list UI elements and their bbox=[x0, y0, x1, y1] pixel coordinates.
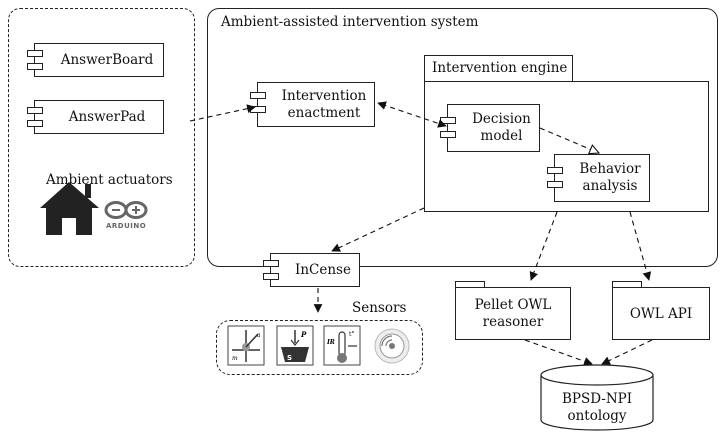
component-tab-icon bbox=[547, 167, 563, 174]
component-tab-icon bbox=[547, 181, 563, 188]
component-tab-icon bbox=[263, 260, 279, 267]
component-tab-icon bbox=[263, 273, 279, 280]
svg-text:S: S bbox=[287, 354, 292, 362]
behavior-analysis-component: Behavior analysis bbox=[547, 154, 650, 202]
answerboard-label: AnswerBoard bbox=[60, 51, 154, 68]
component-tab-icon bbox=[250, 92, 266, 99]
owl-api-package-tab bbox=[612, 281, 642, 288]
svg-text:t°: t° bbox=[349, 331, 354, 338]
pellet-owl-reasoner-package: Pellet OWL reasoner bbox=[455, 287, 571, 340]
intervention-engine-title: Intervention engine bbox=[432, 60, 568, 76]
decision-model-component: Decision model bbox=[440, 104, 540, 152]
intervention-system-title: Ambient-assisted intervention system bbox=[221, 14, 479, 30]
answerpad-component: AnswerPad bbox=[27, 100, 164, 134]
component-tab-icon bbox=[27, 50, 43, 57]
answerpad-label: AnswerPad bbox=[68, 108, 146, 125]
behavior-analysis-label: Behavior analysis bbox=[579, 161, 641, 194]
intervention-enactment-label: Intervention enactment bbox=[281, 87, 367, 121]
incense-component: InCense bbox=[263, 253, 360, 287]
owl-api-label: OWL API bbox=[629, 305, 693, 322]
ambient-actuators-title: Ambient actuators bbox=[46, 172, 173, 188]
pellet-package-tab bbox=[455, 281, 485, 288]
infrared-temperature-sensor-icon: IR t° bbox=[323, 325, 361, 366]
pellet-owl-reasoner-label: Pellet OWL reasoner bbox=[474, 296, 552, 330]
svg-text:m: m bbox=[232, 355, 238, 362]
component-tab-icon bbox=[440, 131, 456, 138]
component-tab-icon bbox=[27, 120, 43, 127]
sensors-title: Sensors bbox=[352, 300, 407, 316]
incense-label: InCense bbox=[295, 261, 351, 278]
bpsd-npi-ontology-label: BPSD-NPI ontology bbox=[561, 391, 633, 424]
accelerometer-sensor-icon: m a bbox=[227, 325, 265, 366]
sensors-panel bbox=[216, 320, 423, 375]
svg-text:a: a bbox=[257, 332, 261, 339]
audio-sensor-icon bbox=[374, 328, 410, 364]
intervention-enactment-component: Intervention enactment bbox=[250, 82, 375, 127]
component-tab-icon bbox=[27, 63, 43, 70]
decision-model-label: Decision model bbox=[472, 111, 531, 144]
intervention-engine-tab bbox=[424, 55, 573, 82]
svg-text:IR: IR bbox=[326, 339, 335, 346]
answerboard-component: AnswerBoard bbox=[27, 43, 164, 77]
arduino-text: ARDUINO bbox=[106, 222, 147, 230]
ambient-actuators-panel bbox=[8, 8, 195, 267]
svg-text:P: P bbox=[300, 330, 307, 339]
pressure-sensor-icon: P S bbox=[276, 325, 314, 366]
owl-api-package: OWL API bbox=[612, 287, 710, 340]
component-tab-icon bbox=[27, 107, 43, 114]
